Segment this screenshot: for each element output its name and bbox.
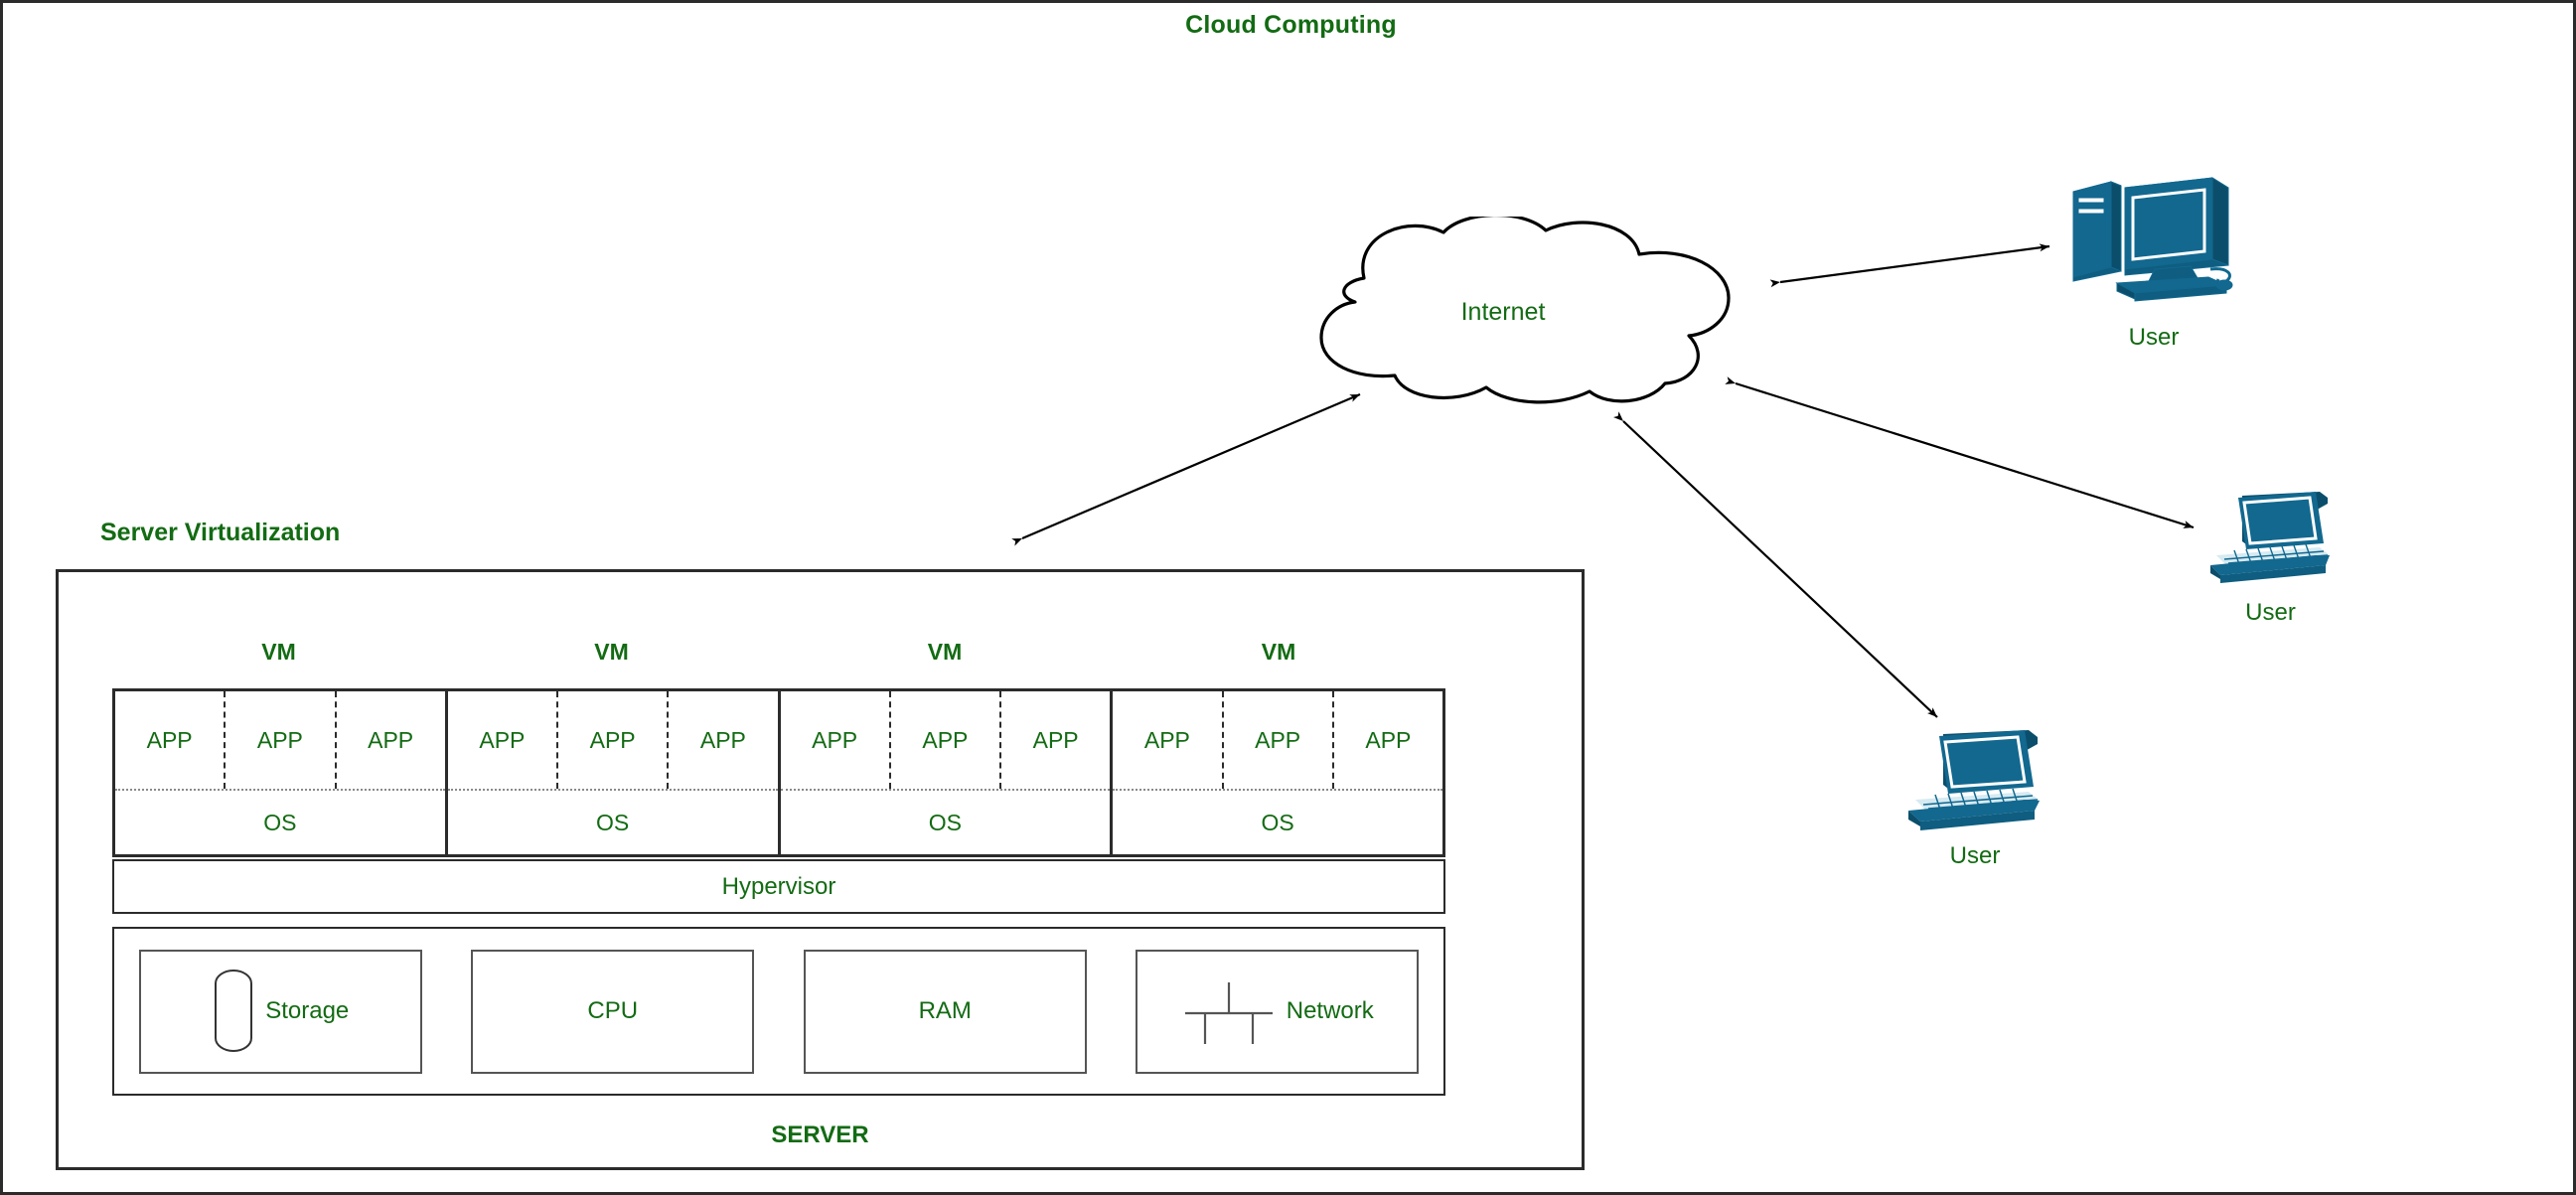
arrow-cloud-to-user-desktop bbox=[1769, 243, 2050, 288]
hypervisor-row: Hypervisor bbox=[112, 859, 1445, 914]
page-title: Cloud Computing bbox=[1185, 11, 1397, 39]
os-cell: OS bbox=[1261, 809, 1294, 835]
vm-label: VM bbox=[594, 639, 629, 665]
app-cell: APP bbox=[558, 691, 670, 789]
vm-label: VM bbox=[1261, 639, 1296, 665]
os-cell: OS bbox=[596, 809, 630, 835]
user-caption-laptop-bottom: User bbox=[1949, 842, 2001, 869]
app-row: APP APP APP bbox=[115, 691, 445, 791]
os-cell: OS bbox=[263, 809, 297, 835]
resource-label: Network bbox=[1286, 997, 1374, 1024]
resource-ram: RAM bbox=[803, 949, 1087, 1074]
internet-cloud bbox=[1319, 217, 1731, 404]
vm-column: APP APP APP OS bbox=[1113, 691, 1442, 854]
resource-label: Storage bbox=[265, 997, 350, 1024]
resource-cpu: CPU bbox=[471, 949, 755, 1074]
app-cell: APP bbox=[891, 691, 1001, 789]
app-cell: APP bbox=[448, 691, 558, 789]
server-label: SERVER bbox=[771, 1121, 869, 1148]
cloud-label: Internet bbox=[1460, 298, 1546, 326]
resources-row: Storage CPU RAM Network bbox=[112, 927, 1445, 1096]
app-row: APP APP APP bbox=[447, 691, 778, 791]
app-cell: APP bbox=[226, 691, 337, 789]
app-cell: APP bbox=[699, 726, 746, 753]
arrow-server-to-cloud bbox=[1011, 392, 1361, 546]
app-cell: APP bbox=[781, 691, 891, 789]
app-cell: APP bbox=[115, 691, 227, 789]
os-cell: OS bbox=[928, 809, 962, 835]
vm-column: APP APP APP OS bbox=[780, 691, 1114, 854]
network-bus-icon bbox=[1184, 982, 1273, 1044]
resource-network: Network bbox=[1136, 949, 1420, 1074]
app-row: APP APP APP bbox=[1113, 691, 1442, 791]
app-cell: APP bbox=[1224, 691, 1334, 789]
app-cell: APP bbox=[368, 726, 414, 753]
desktop-computer-icon bbox=[2072, 177, 2233, 302]
user-caption-desktop: User bbox=[2128, 324, 2180, 351]
vm-label: VM bbox=[261, 639, 296, 665]
user-caption-laptop-right: User bbox=[2245, 599, 2296, 626]
arrow-cloud-to-user-laptop-right bbox=[1725, 376, 2195, 529]
resource-label: CPU bbox=[587, 997, 639, 1024]
vm-column: APP APP APP OS bbox=[115, 691, 448, 854]
laptop-icon bbox=[1908, 730, 2040, 830]
app-cell: APP bbox=[1032, 726, 1079, 753]
cylinder-icon bbox=[215, 970, 253, 1052]
vm-table: APP APP APP OS APP APP APP OS APP APP AP… bbox=[112, 688, 1445, 857]
arrow-cloud-to-user-laptop-bottom bbox=[1612, 411, 1938, 718]
server-virtualization-title: Server Virtualization bbox=[100, 519, 341, 546]
resource-label: RAM bbox=[918, 997, 972, 1024]
vm-label: VM bbox=[927, 639, 963, 665]
laptop-icon bbox=[2210, 492, 2330, 583]
app-cell: APP bbox=[1365, 726, 1412, 753]
vm-column: APP APP APP OS bbox=[447, 691, 781, 854]
resource-storage: Storage bbox=[138, 949, 422, 1074]
app-row: APP APP APP bbox=[780, 691, 1111, 791]
app-cell: APP bbox=[1113, 691, 1224, 789]
